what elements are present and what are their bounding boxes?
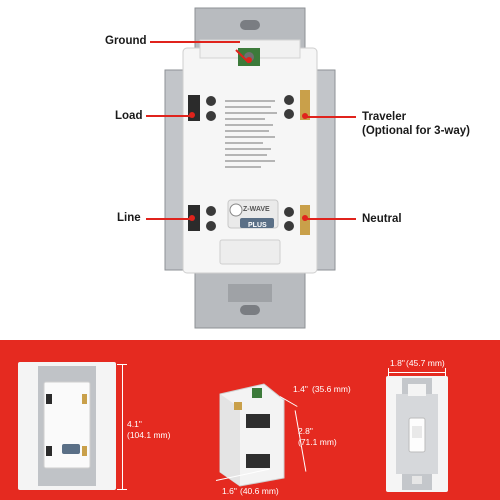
line-label: Line	[117, 212, 141, 224]
angled-view-photo	[206, 380, 292, 488]
body-height-value: 2.8"	[298, 426, 313, 436]
product-diagram: Z-WAVE PLUS Ground Load Line Traveler (O…	[105, 7, 470, 329]
front-view-photo	[18, 362, 116, 490]
ground-callout-line	[150, 41, 240, 43]
neutral-callout-line	[306, 218, 356, 220]
badge-brand-text: Z-WAVE	[243, 206, 270, 213]
ground-callout-dot	[246, 57, 252, 63]
height-tick-bottom	[117, 489, 127, 490]
plate-width-dimension-line	[388, 372, 446, 373]
height-tick-top	[117, 364, 127, 365]
depth-value: 1.4"	[293, 384, 308, 394]
plate-width-value: 1.8"	[390, 358, 405, 368]
load-label: Load	[115, 110, 143, 122]
plate-width-tick-right	[445, 368, 446, 377]
traveler-label: Traveler	[362, 111, 407, 123]
installed-view-photo	[386, 376, 448, 492]
line-callout-line	[146, 218, 192, 220]
load-callout-dot	[189, 112, 195, 118]
load-callout-line	[146, 115, 192, 117]
line-callout-dot	[189, 215, 195, 221]
traveler-callout-line	[306, 116, 356, 118]
ground-label: Ground	[105, 35, 147, 47]
body-width-mm: (40.6 mm)	[240, 486, 279, 496]
badge-plus-text: PLUS	[248, 222, 267, 229]
height-value: 4.1"	[127, 419, 142, 429]
body-height-mm: (71.1 mm)	[298, 437, 337, 447]
dimensions-panel: 4.1" (104.1 mm) 1.4" (35.6 mm) 2.8" (71.…	[0, 340, 500, 500]
depth-mm: (35.6 mm)	[312, 384, 351, 394]
traveler-note: (Optional for 3-way)	[362, 125, 470, 137]
plate-width-tick-left	[388, 368, 389, 377]
switch-module-illustration	[164, 7, 336, 329]
height-dimension-line	[122, 364, 123, 490]
traveler-callout-dot	[302, 113, 308, 119]
neutral-label: Neutral	[362, 213, 402, 225]
height-mm: (104.1 mm)	[127, 430, 171, 440]
neutral-callout-dot	[302, 215, 308, 221]
body-width-value: 1.6"	[222, 486, 237, 496]
plate-width-mm: (45.7 mm)	[406, 358, 445, 368]
